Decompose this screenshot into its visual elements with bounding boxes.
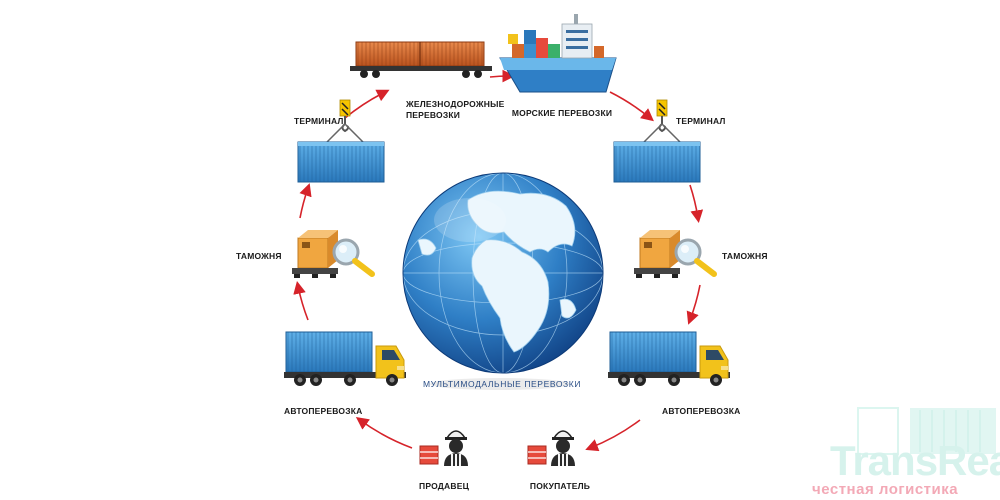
shipping-container-icon-right bbox=[613, 141, 701, 183]
label-rail: ЖЕЛЕЗНОДОРОЖНЫЕ ПЕРЕВОЗКИ bbox=[406, 99, 505, 120]
label-terminal-left: ТЕРМИНАЛ bbox=[294, 116, 344, 126]
arrow-right-customs-to-truck bbox=[686, 284, 701, 325]
brand-logo-icon bbox=[857, 407, 996, 455]
label-sea: МОРСКИЕ ПЕРЕВОЗКИ bbox=[511, 108, 613, 118]
brand-tagline: честная логистика bbox=[812, 481, 959, 498]
label-auto-right: АВТОПЕРЕВОЗКА bbox=[662, 406, 741, 416]
label-center: МУЛЬТИМОДАЛЬНЫЕ ПЕРЕВОЗКИ bbox=[422, 379, 582, 389]
brand-name: TransReal bbox=[830, 437, 1000, 484]
arrow-right-terminal-to-customs bbox=[689, 184, 704, 224]
label-customs-left: ТАМОЖНЯ bbox=[236, 251, 282, 261]
label-customs-right: ТАМОЖНЯ bbox=[722, 251, 768, 261]
label-terminal-right: ТЕРМИНАЛ bbox=[676, 116, 726, 126]
freight-train-icon bbox=[350, 41, 492, 78]
arrow-left-terminal-to-rail bbox=[344, 89, 390, 119]
globe-icon bbox=[402, 172, 604, 390]
label-seller: ПРОДАВЕЦ bbox=[419, 481, 469, 491]
cargo-ship-icon bbox=[499, 14, 617, 93]
arrow-right-truck-to-buyer bbox=[585, 419, 641, 452]
label-buyer: ПОКУПАТЕЛЬ bbox=[529, 481, 591, 491]
truck-icon-left bbox=[283, 331, 407, 387]
arrow-ring bbox=[293, 69, 704, 452]
parcel-magnifier-icon-left bbox=[291, 229, 372, 279]
truck-icon-right bbox=[607, 331, 731, 387]
arrow-rail-to-ship bbox=[489, 69, 516, 83]
arrow-ship-to-right-terminal bbox=[609, 91, 654, 122]
arrow-left-customs-to-terminal bbox=[299, 183, 312, 219]
arrow-seller-to-left-truck bbox=[355, 416, 413, 449]
arrow-left-truck-to-customs bbox=[293, 280, 309, 321]
shipping-container-icon-left bbox=[297, 141, 385, 183]
parcel-magnifier-icon-right bbox=[633, 229, 714, 279]
worker-icon-seller bbox=[419, 430, 469, 467]
label-auto-left: АВТОПЕРЕВОЗКА bbox=[284, 406, 363, 416]
worker-icon-buyer bbox=[527, 430, 576, 467]
